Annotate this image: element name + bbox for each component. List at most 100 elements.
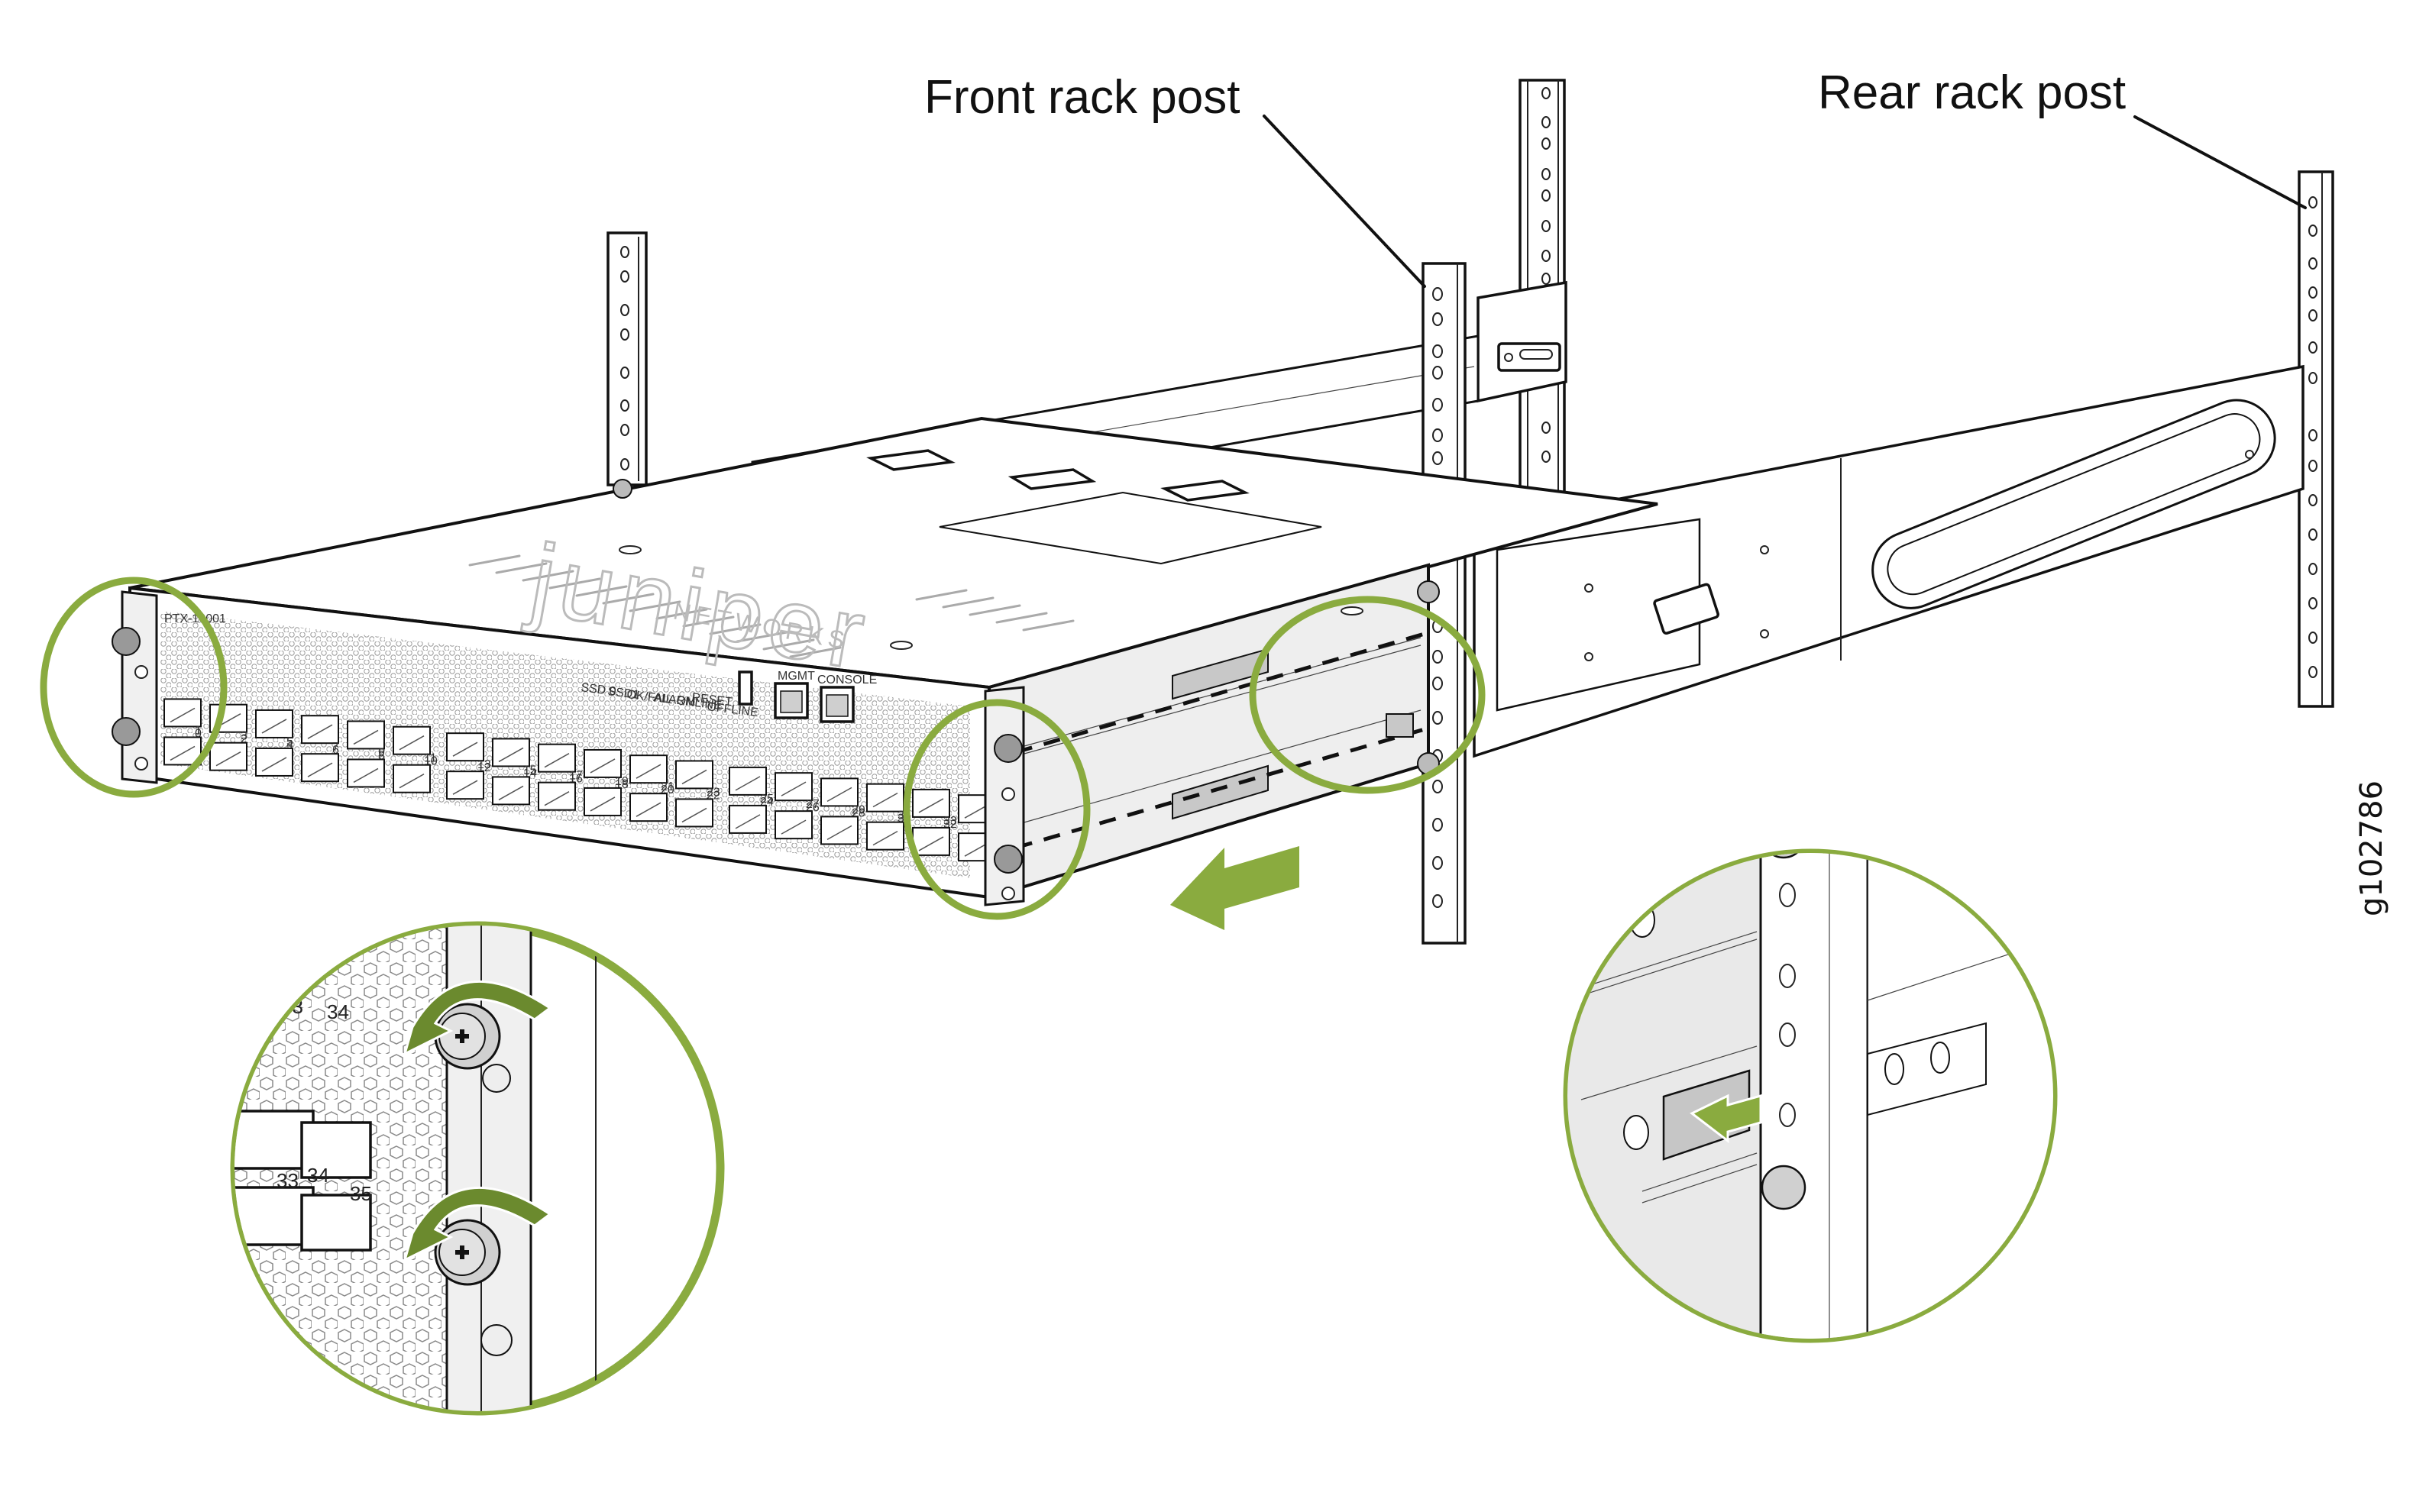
qsfp-port-bottom <box>446 771 484 800</box>
qsfp-port-number: 6 <box>332 744 339 757</box>
callout-rear-rack-post-label: Rear rack post <box>1818 66 2126 119</box>
detail-led-label-34: 34 <box>327 1000 349 1023</box>
push-latch-arrow <box>1690 1094 1762 1144</box>
qsfp-port-latch <box>498 747 524 763</box>
qsfp-port-latch <box>498 785 524 801</box>
qsfp-port-number: 23 <box>707 786 720 799</box>
front-model-label: PTX-10001 <box>164 612 226 625</box>
qsfp-port-latch <box>399 774 425 789</box>
qsfp-port-bottom <box>729 804 767 834</box>
highlight-right-ear <box>903 699 1091 920</box>
qsfp-port-latch <box>872 793 898 808</box>
qsfp-port-latch <box>781 819 807 835</box>
qsfp-port-latch <box>544 791 570 806</box>
detail-port-label-33: 33 <box>277 1169 299 1192</box>
detail-captive-screws: 33 34 35 33 34 <box>230 921 725 1416</box>
pull-direction-arrow <box>1170 846 1299 930</box>
qsfp-port-latch <box>307 762 333 777</box>
top-access-plate <box>939 491 1322 565</box>
qsfp-port-number: 1 <box>195 724 202 737</box>
highlight-rings <box>40 577 1486 920</box>
qsfp-port-latch <box>590 796 616 812</box>
post-holes <box>620 246 629 470</box>
qsfp-port-number: 4 <box>286 738 293 751</box>
led-label-ssd0: SSD 0 <box>581 681 617 699</box>
qsfp-port-latch <box>452 741 478 757</box>
detail-port <box>300 1194 372 1252</box>
qsfp-port-bottom <box>675 798 713 828</box>
qsfp-port-latch <box>681 769 707 785</box>
release-latch <box>1386 713 1414 738</box>
qsfp-port-number: 2 <box>241 733 247 746</box>
qsfp-port-bottom <box>775 810 813 840</box>
qsfp-port-bottom <box>347 758 385 788</box>
led-label-ssd1: SSD1 <box>607 685 641 702</box>
qsfp-port-latch <box>872 831 898 846</box>
loosen-arrow-bottom <box>403 1186 552 1262</box>
qsfp-port-latch <box>636 764 661 779</box>
detail-port-label-35: 35 <box>350 1182 372 1205</box>
led-label-alarm: ALARM <box>653 691 697 709</box>
qsfp-port-latch <box>544 753 570 768</box>
qsfp-port-latch <box>261 757 287 772</box>
mgmt-port: MGMT <box>774 670 815 719</box>
rack-screw <box>613 479 632 499</box>
qsfp-port-latch <box>399 735 425 751</box>
qsfp-port-latch <box>735 776 761 791</box>
qsfp-port-top <box>775 772 813 802</box>
mgmt-port-label: MGMT <box>778 670 815 683</box>
qsfp-port-latch <box>781 781 807 796</box>
qsfp-port-latch <box>826 787 852 803</box>
qsfp-port-latch <box>261 719 287 734</box>
qsfp-port-top <box>301 715 339 745</box>
rear-left-rack-post <box>606 231 648 486</box>
qsfp-port-bottom <box>209 741 247 771</box>
console-port: CONSOLE <box>817 674 877 723</box>
detail-port-label-34: 34 <box>307 1164 329 1187</box>
qsfp-port-bottom <box>255 747 293 777</box>
chassis-rail-plate <box>1172 648 1269 700</box>
callout-front-rack-post-label: Front rack post <box>924 71 1240 124</box>
qsfp-port-bottom <box>820 816 859 845</box>
qsfp-port-bottom <box>629 793 668 822</box>
front-rack-post <box>1421 262 1467 945</box>
detail-release-latch <box>1563 848 2058 1343</box>
left-mounting-ear <box>112 590 158 784</box>
qsfp-port-number: 11 <box>424 752 437 765</box>
qsfp-port-top <box>393 725 431 755</box>
qsfp-port-latch <box>353 767 379 783</box>
qsfp-port-number: 0 <box>195 727 202 740</box>
qsfp-port-latch <box>590 758 616 774</box>
qsfp-port-latch <box>636 802 661 817</box>
rail-slot <box>1871 399 2276 609</box>
qsfp-port-latch <box>452 780 478 795</box>
callout-rear-rack-post: Rear rack post <box>1818 66 2307 209</box>
qsfp-port-latch <box>307 724 333 739</box>
qsfp-port-number: 29 <box>852 803 865 816</box>
rear-mounting-bracket <box>1476 280 1567 403</box>
qsfp-port-top <box>163 698 202 728</box>
right-side-rail <box>1473 364 2304 758</box>
reset-button-label: RESET <box>691 691 733 709</box>
qsfp-port-number: 7 <box>332 741 339 754</box>
right-mounting-ear <box>984 686 1025 906</box>
top-vents <box>468 554 1075 658</box>
qsfp-port-number: 3 <box>241 730 247 743</box>
highlight-left-ear <box>40 577 228 798</box>
qsfp-port-number: 9 <box>378 746 385 759</box>
qsfp-port-number: 33 <box>943 815 957 828</box>
qsfp-port-bottom <box>538 781 576 811</box>
qsfp-port-top <box>675 760 713 790</box>
qsfp-port-bottom <box>393 764 431 793</box>
qsfp-port-latch <box>681 807 707 823</box>
qsfp-port-top <box>492 738 530 767</box>
qsfp-port-top <box>629 754 668 784</box>
qsfp-port-top <box>912 788 950 818</box>
usb-port <box>738 670 753 706</box>
rear-rack-post <box>2298 170 2334 708</box>
qsfp-port-number: 15 <box>523 764 537 777</box>
qsfp-port-top <box>729 766 767 796</box>
qsfp-port-latch <box>918 798 944 813</box>
qsfp-port-number: 27 <box>806 798 820 811</box>
captive-screw-bottom <box>434 1219 501 1286</box>
